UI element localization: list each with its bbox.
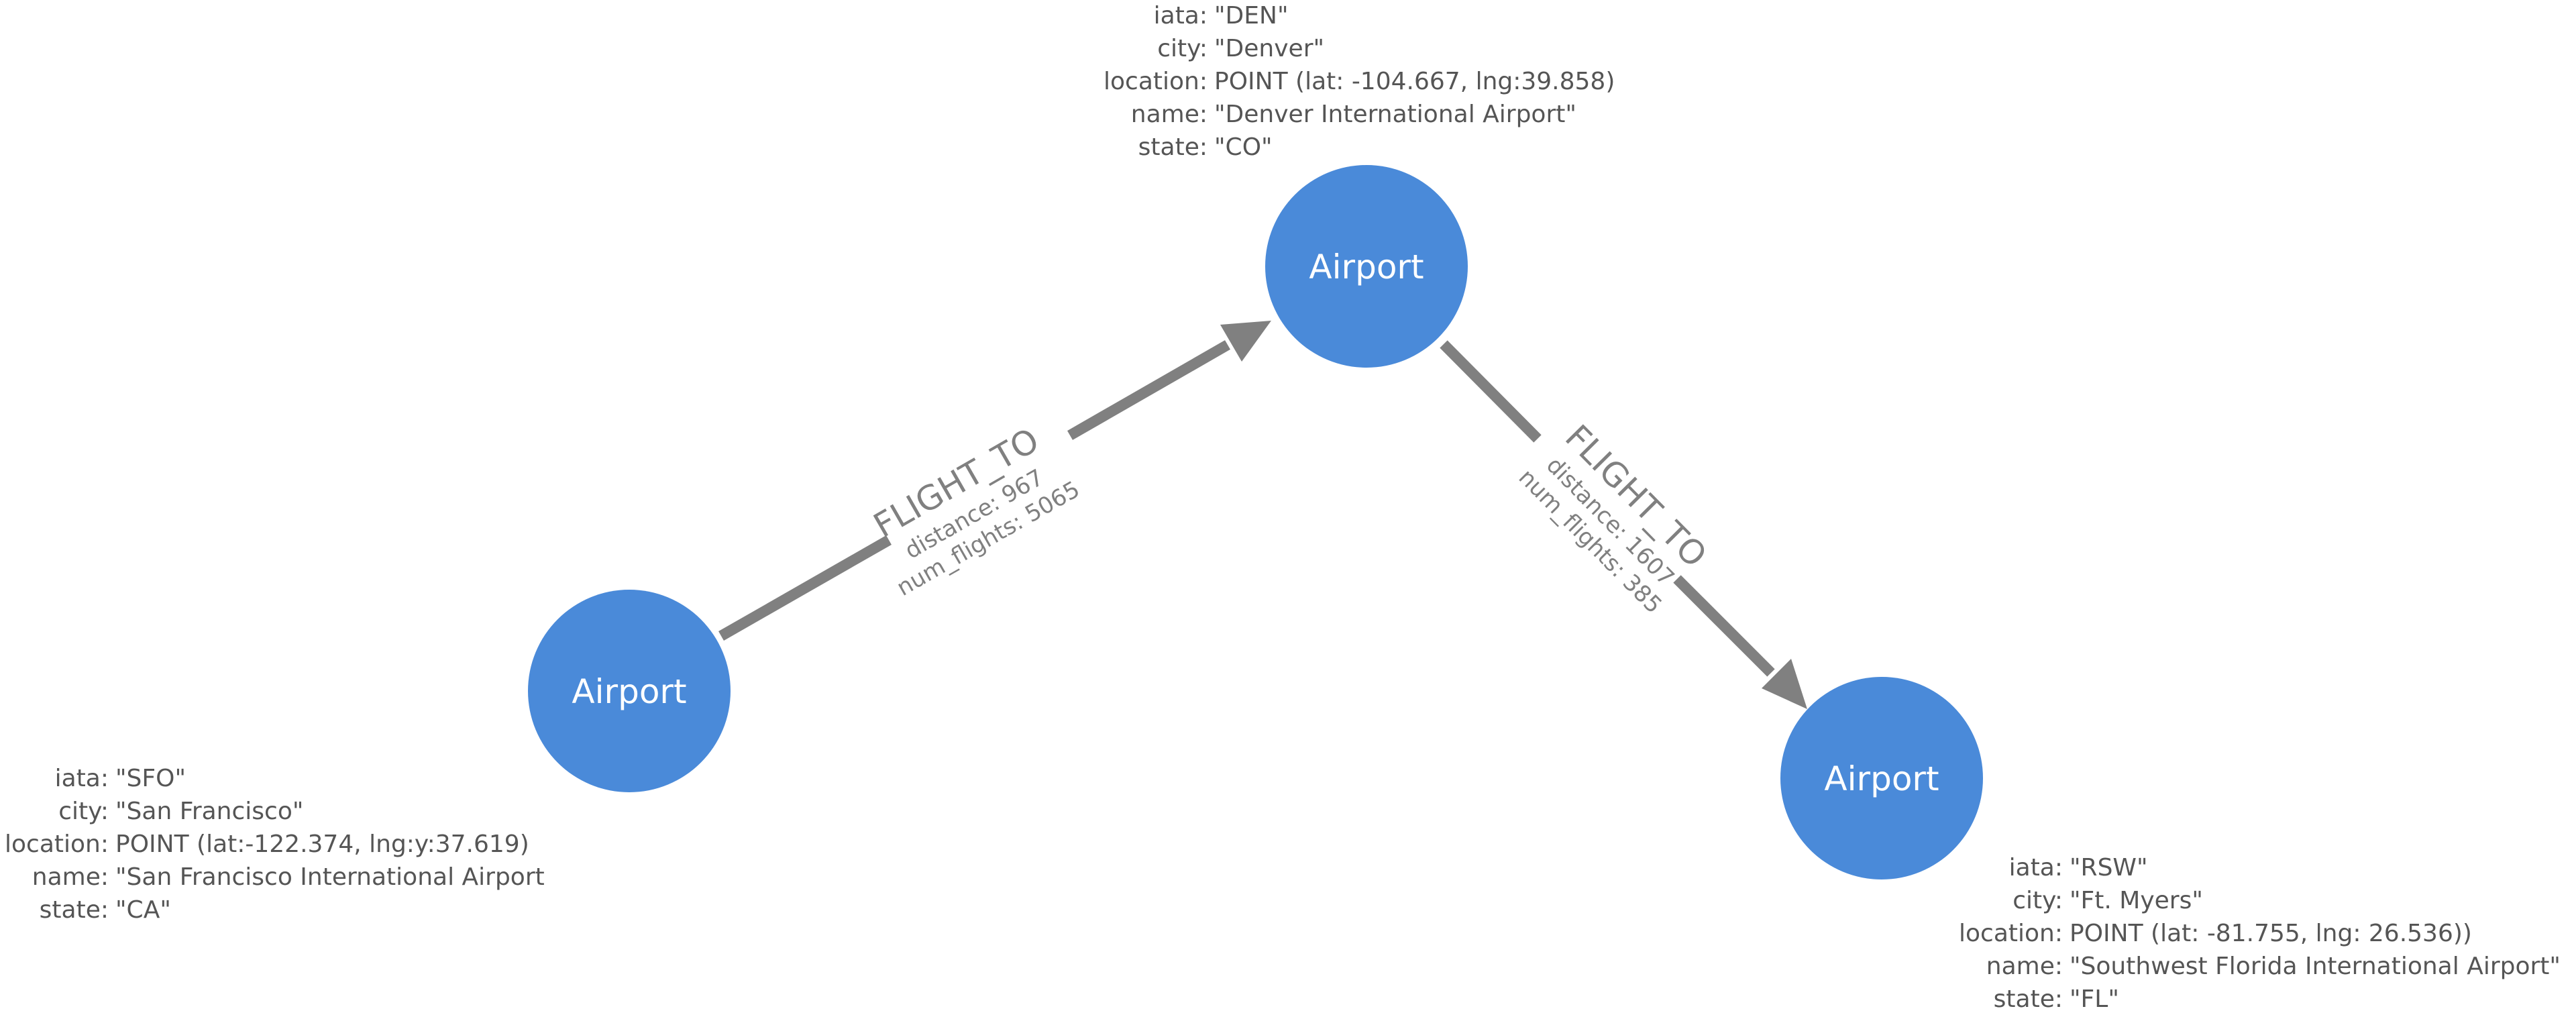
sfo-prop-name-value: "San Francisco International Airport [115,863,545,891]
node-sfo-label: Airport [572,672,686,711]
sfo-prop-city-key: city: [58,798,109,825]
den-prop-location-key: location: [1104,68,1208,95]
node-sfo-properties: iata: "SFO" city: "San Francisco" locati… [5,765,545,924]
den-prop-name-value: "Denver International Airport" [1214,101,1576,128]
den-prop-location-value: POINT (lat: -104.667, lng:39.858) [1214,68,1615,95]
edge-den-rsw[interactable]: FLIGHT_TO distance: 1607 num_flights: 38… [1440,340,1807,709]
den-prop-city-value: "Denver" [1214,35,1324,62]
node-den-properties: iata: "DEN" city: "Denver" location: POI… [1104,2,1615,161]
edge-den-rsw-line-end [1673,575,1775,677]
node-rsw[interactable]: Airport [1780,677,1983,879]
rsw-prop-city-key: city: [2012,887,2063,914]
edge-den-rsw-arrowhead [1762,659,1807,709]
node-sfo-circle [528,590,731,792]
rsw-prop-iata-key: iata: [2009,854,2063,881]
sfo-prop-state-value: "CA" [115,896,171,924]
sfo-prop-city-value: "San Francisco" [115,798,303,825]
node-den-label: Airport [1309,248,1424,286]
sfo-prop-iata-value: "SFO" [115,765,186,792]
edge-den-rsw-line-start [1440,340,1542,443]
rsw-prop-iata-value: "RSW" [2070,854,2148,881]
rsw-prop-name-value: "Southwest Florida International Airport… [2070,953,2561,980]
sfo-prop-iata-key: iata: [55,765,109,792]
den-prop-iata-key: iata: [1154,2,1208,30]
edge-sfo-den-labels: FLIGHT_TO distance: 967 num_flights: 506… [867,421,1085,602]
edge-sfo-den-arrowhead [1220,321,1271,362]
rsw-prop-location-key: location: [1959,920,2063,947]
node-den-circle [1265,165,1468,368]
den-prop-iata-value: "DEN" [1214,2,1289,30]
rsw-prop-city-value: "Ft. Myers" [2070,887,2203,914]
sfo-prop-state-key: state: [40,896,109,924]
den-prop-state-value: "CO" [1214,133,1273,161]
edge-sfo-den-line-end [1067,340,1230,440]
sfo-prop-location-key: location: [5,831,109,858]
sfo-prop-location-value: POINT (lat:-122.374, lng:y:37.619) [115,831,529,858]
den-prop-name-key: name: [1131,101,1208,128]
rsw-prop-name-key: name: [1986,953,2063,980]
sfo-prop-name-key: name: [32,863,109,891]
node-sfo[interactable]: Airport [528,590,731,792]
edge-sfo-den[interactable]: FLIGHT_TO distance: 967 num_flights: 506… [718,321,1271,641]
node-rsw-circle [1780,677,1983,879]
node-rsw-label: Airport [1824,759,1939,798]
edge-sfo-den-line-start [718,535,892,641]
rsw-prop-state-key: state: [1994,985,2063,1013]
den-prop-state-key: state: [1138,133,1208,161]
rsw-prop-location-value: POINT (lat: -81.755, lng: 26.536)) [2070,920,2472,947]
den-prop-city-key: city: [1157,35,1208,62]
node-rsw-properties: iata: "RSW" city: "Ft. Myers" location: … [1959,854,2561,1013]
rsw-prop-state-value: "FL" [2070,985,2119,1013]
node-den[interactable]: Airport [1265,165,1468,368]
